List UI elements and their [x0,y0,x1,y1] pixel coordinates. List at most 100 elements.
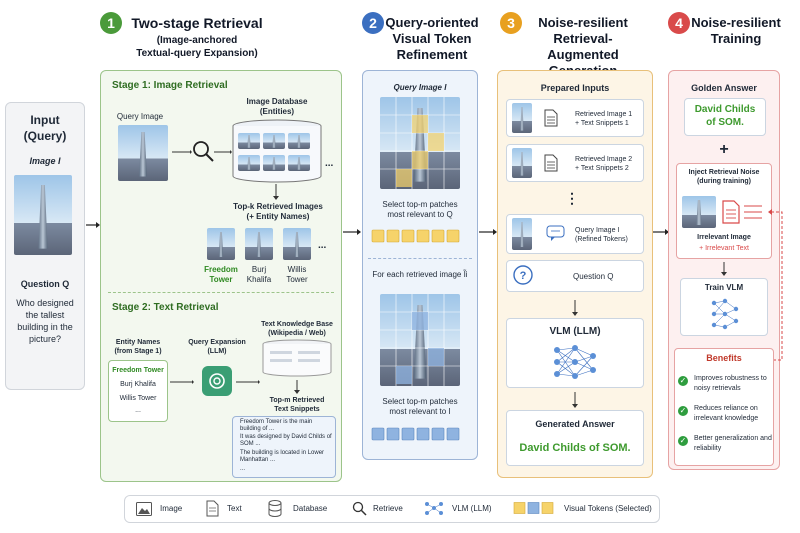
topk-label: Top-k Retrieved Images (+ Entity Names) [233,202,323,221]
arrow-step1-to-step2 [343,229,361,235]
prepared-inputs-label: Prepared Inputs [540,83,610,93]
db-thumb-4 [238,155,260,171]
refine-query-image [380,97,460,189]
image-database-label: Image Database (Entities) [246,97,308,116]
generated-answer-text: David Childs of SOM. [519,442,631,454]
stage-1-title: Stage 1: Image Retrieval [112,80,228,91]
train-network-icon [711,298,739,330]
stage-1-arrow-to-search [172,150,192,154]
step-1-badge: 1 [100,12,122,34]
speech-bubble-icon [546,225,565,241]
entity-list-card [108,360,168,422]
arrow-input-to-step1 [86,222,100,228]
generated-answer-label: Generated Answer [535,419,615,429]
step-3-badge: 3 [500,12,522,34]
token-row-i [371,427,460,441]
stage-2-arrow-1 [170,380,194,384]
check-icon-1: ✓ [678,376,688,386]
stage-2-arrow-2 [236,380,260,384]
benefits-label: Benefits [706,353,742,363]
refine-retrieved-image [380,294,460,386]
legend-retrieve-label: Retrieve [373,504,403,513]
db-thumb-2 [263,133,285,149]
document-icon-2 [544,154,558,172]
snippet-card [232,416,336,478]
irrelevant-text-label: + Irrelevant Text [699,245,749,252]
refine-divider [368,258,472,259]
stage-1-arrow-down [273,184,279,200]
feedback-dashed-arrow [768,209,783,361]
arrow-step3-to-step4 [653,229,669,235]
for-each-label: For each retrieved image Ĩi [372,270,468,279]
prepared-item-4-label: Question Q [573,272,614,281]
irrelevant-text-icon [722,200,740,224]
result-label-1: Freedom Tower [204,265,238,284]
golden-answer-label: Golden Answer [691,83,757,93]
prepared-item-3-label: Query Image I (Refined Tokens) [575,227,628,243]
topm-label: Top-m Retrieved Text Snippets [269,397,325,413]
result-label-3: Willis Tower [286,265,308,284]
prepared-dots: ⋮ [565,190,579,206]
snippet-1: Freedom Tower is the main building of ..… [240,419,313,432]
db-ellipsis: ... [325,158,334,169]
stage-1-arrow-to-db [214,150,232,154]
legend-vlm-icon [425,502,443,515]
input-question-text: Who designed the tallest building in the… [16,298,74,344]
entity-3: Willis Tower [119,395,157,402]
prepared-item-2-image [512,148,532,178]
benefit-3: Better generalization and reliability [694,435,772,452]
input-title: Input (Query) [23,113,67,143]
generated-answer-box [506,410,644,466]
legend-text-icon [206,500,219,517]
legend-search-icon [352,501,367,516]
search-icon [193,141,214,162]
step-4-title: Noise-resilient Training [691,15,781,46]
irrelevant-image [682,196,716,228]
result-ellipsis: ... [318,240,327,251]
select-i-label: Select top-m patches most relevant to I [382,397,458,416]
golden-answer-text: David Childs of SOM. [694,104,756,128]
result-image-1 [207,228,235,260]
input-question-label: Question Q [20,279,70,289]
stage-divider [108,292,334,293]
benefit-2: Reduces reliance on irrelevant knowledge [694,405,759,422]
legend-database-icon [268,500,282,517]
select-q-label: Select top-m patches most relevant to Q [382,200,458,219]
legend-vlm-label: VLM (LLM) [452,504,492,513]
snippet-2: It was designed by David Childs of SOM .… [240,434,332,447]
snippet-4: ... [240,466,246,472]
entity-2: Burj Khalifa [120,381,156,388]
db-thumb-1 [238,133,260,149]
neural-network-icon [554,345,596,379]
token-row-q [371,229,460,243]
result-image-2 [245,228,273,260]
prepared-item-1-label: Retrieved Image 1 + Text Snippets 1 [575,111,633,127]
train-arrow-1 [721,262,727,276]
step-1-title: Two-stage Retrieval [131,15,263,31]
kb-label: Text Knowledge Base (Wikipedia / Web) [261,321,333,337]
refine-grid-1 [380,97,460,189]
inject-noise-label: Inject Retrieval Noise (during training) [688,169,760,185]
rag-arrow-1 [572,300,578,316]
document-icon [544,109,558,127]
benefit-1: Improves robustness to noisy retrievals [694,375,767,392]
rag-arrow-2 [572,392,578,408]
vlm-label: VLM (LLM) [549,326,601,337]
prepared-item-1-image [512,103,532,133]
train-vlm-label: Train VLM [704,283,744,292]
svg-text:?: ? [520,270,527,282]
snippet-3: The building is located in Lower Manhatt… [240,450,325,463]
text-kb-icon [262,339,332,377]
step-2-badge: 2 [362,12,384,34]
result-image-3 [283,228,311,260]
refine-grid-2 [380,294,460,386]
stage-2-title: Stage 2: Text Retrieval [112,302,219,313]
legend-token-label: Visual Tokens (Selected) [564,504,652,513]
step-1-subtitle: (Image-anchored Textual-query Expansion) [136,35,258,59]
legend-image-label: Image [160,504,183,513]
db-thumb-6 [288,155,310,171]
stage-1-query-label: Query Image [116,112,164,121]
entity-1: Freedom Tower [112,367,164,374]
prepared-item-3-image [512,218,532,250]
question-bubble-icon: ? [513,265,533,285]
